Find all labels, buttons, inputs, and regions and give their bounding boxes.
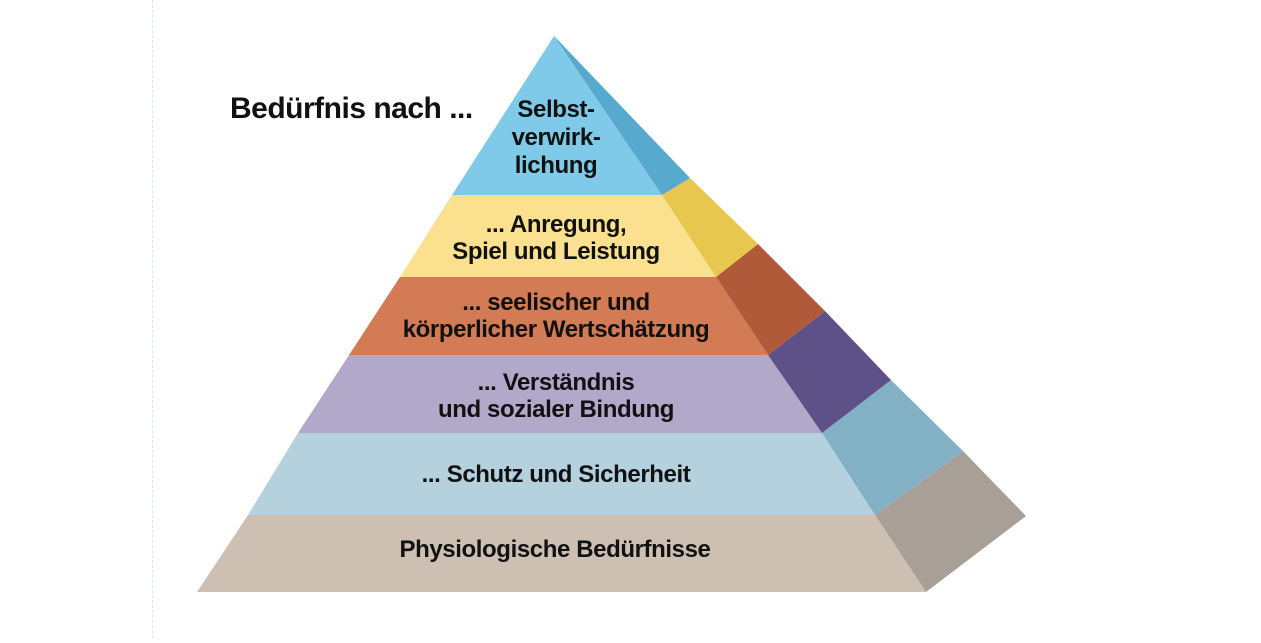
level-stimulation-front (400, 195, 716, 277)
diagram-heading: Bedürfnis nach ... (230, 92, 473, 125)
level-physiological-line-1: Physiologische Bedürfnisse (399, 536, 710, 563)
level-esteem-front (349, 277, 768, 355)
level-self-actualization-line-2: verwirk- (512, 124, 601, 151)
level-social: ... Verständnis und sozialer Bindung (298, 311, 891, 433)
level-esteem-side (716, 244, 825, 355)
level-self-actualization-line-3: lichung (515, 152, 598, 179)
level-social-line-1: ... Verständnis (478, 369, 635, 396)
level-self-actualization-front (452, 36, 662, 195)
level-social-side (768, 311, 891, 433)
level-esteem: ... seelischer und körperlicher Wertschä… (349, 244, 825, 355)
level-self-actualization: Selbst- verwirk- lichung (452, 36, 690, 195)
level-physiological: Physiologische Bedürfnisse (197, 451, 1026, 592)
level-stimulation-line-2: Spiel und Leistung (452, 238, 659, 265)
level-esteem-line-1: ... seelischer und (462, 289, 650, 316)
level-stimulation-side (662, 178, 758, 277)
level-social-front (298, 355, 822, 433)
level-safety: ... Schutz und Sicherheit (248, 380, 963, 515)
level-self-actualization-line-1: Selbst- (517, 96, 595, 123)
level-safety-front (248, 433, 875, 515)
level-safety-side (822, 380, 963, 515)
level-physiological-side (875, 451, 1026, 592)
level-physiological-front (197, 515, 926, 592)
level-self-actualization-side (554, 36, 690, 195)
level-stimulation: ... Anregung, Spiel und Leistung (400, 178, 758, 277)
level-stimulation-line-1: ... Anregung, (486, 211, 627, 238)
level-social-line-2: und sozialer Bindung (438, 396, 674, 423)
left-guide-line (152, 0, 153, 638)
level-esteem-line-2: körperlicher Wertschätzung (403, 316, 710, 343)
level-safety-line-1: ... Schutz und Sicherheit (422, 461, 691, 488)
